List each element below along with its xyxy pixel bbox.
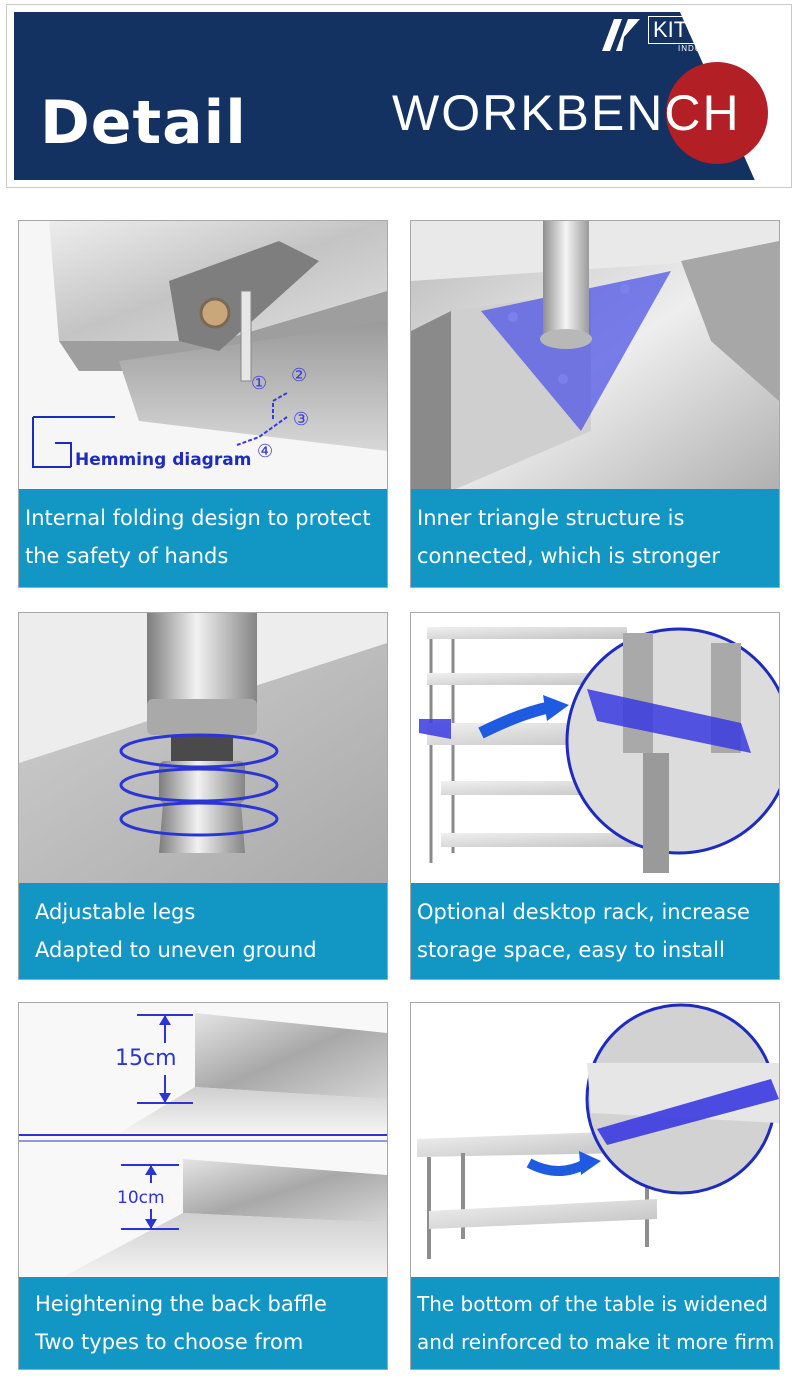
caption-hemming: Internal folding design to protect the s… [19, 489, 387, 587]
panel-baffle: 15cm 10cm Heightening the back baffle Tw… [18, 1002, 388, 1370]
baffle-height-10-label: 10cm [117, 1188, 165, 1208]
brand-logo: KITCHEN INDUSTRY [600, 16, 755, 53]
baffle-height-15-label: 15cm [115, 1046, 177, 1071]
triangle-photo [411, 221, 779, 491]
panel-widened: The bottom of the table is widened and r… [410, 1002, 780, 1370]
panel-rack: Optional desktop rack, increase storage … [410, 612, 780, 980]
caption-line: connected, which is stronger [417, 544, 721, 568]
caption-rack: Optional desktop rack, increase storage … [411, 883, 779, 979]
baffle-photo: 15cm 10cm [19, 1003, 387, 1279]
product-name: WORKBENCH [392, 85, 741, 141]
red-circle-decoration [666, 62, 768, 164]
page-title: Detail [40, 88, 247, 158]
hemming-label-3: ③ [293, 409, 309, 430]
hemming-label-4: ④ [257, 441, 273, 462]
caption-line: Optional desktop rack, increase [417, 900, 750, 924]
panel-hemming: ① ② ③ ④ Hemming diagram Internal folding… [18, 220, 388, 588]
caption-line: Internal folding design to protect [25, 506, 371, 530]
logo-subtitle: INDUSTRY [678, 44, 727, 53]
panel-triangle: Inner triangle structure is connected, w… [410, 220, 780, 588]
caption-line: storage space, easy to install [417, 938, 725, 962]
legs-photo [19, 613, 387, 885]
caption-line: and reinforced to make it more firm [417, 1330, 775, 1354]
rack-photo [411, 613, 779, 885]
caption-line: Heightening the back baffle [35, 1292, 327, 1316]
caption-line: Two types to choose from [35, 1330, 304, 1354]
hemming-photo: ① ② ③ ④ Hemming diagram [19, 221, 387, 491]
panel-legs: Adjustable legs Adapted to uneven ground [18, 612, 388, 980]
hemming-diagram-label: Hemming diagram [75, 450, 251, 470]
caption-line: The bottom of the table is widened [417, 1292, 768, 1316]
widened-photo [411, 1003, 779, 1279]
caption-line: Adapted to uneven ground [35, 938, 317, 962]
hemming-label-2: ② [291, 365, 307, 386]
caption-baffle: Heightening the back baffle Two types to… [19, 1277, 387, 1369]
hemming-label-1: ① [251, 373, 267, 394]
caption-line: Adjustable legs [35, 900, 196, 924]
logo-name: KITCHEN [648, 16, 755, 44]
caption-triangle: Inner triangle structure is connected, w… [411, 489, 779, 587]
logo-mark-icon [602, 18, 640, 51]
header-banner [14, 12, 780, 180]
caption-widened: The bottom of the table is widened and r… [411, 1277, 779, 1369]
caption-line: Inner triangle structure is [417, 506, 685, 530]
caption-line: the safety of hands [25, 544, 229, 568]
caption-legs: Adjustable legs Adapted to uneven ground [19, 883, 387, 979]
